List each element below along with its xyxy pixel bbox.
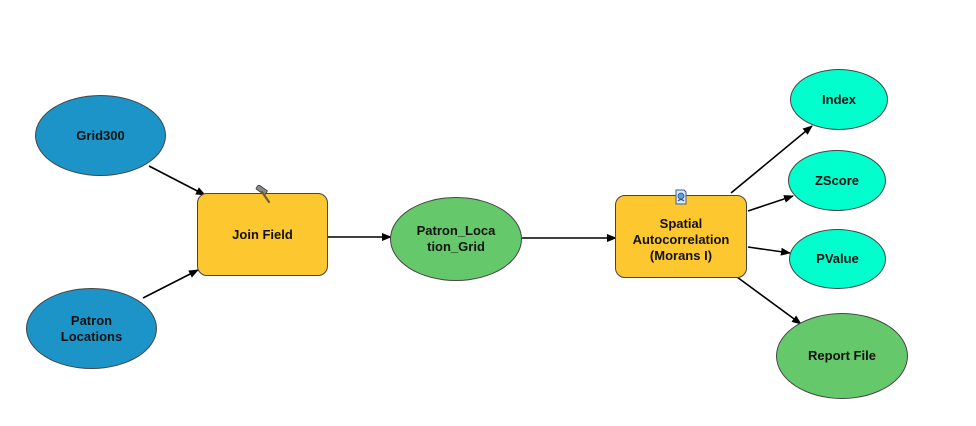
node-label: Grid300 [76, 127, 125, 143]
node-spatial-autocorrelation[interactable]: Spatial Autocorrelation (Morans I) [615, 189, 747, 278]
node-patron-location-grid[interactable]: Patron_Loca tion_Grid [390, 197, 522, 281]
connector-spatial-autocorrelation-to-zscore [747, 195, 794, 212]
node-pvalue[interactable]: PValue [789, 229, 886, 289]
node-label: Index [822, 91, 856, 107]
node-report-file[interactable]: Report File [776, 313, 908, 399]
script-tool-icon [675, 189, 687, 205]
node-join-field[interactable]: Join Field [197, 185, 328, 276]
connector-spatial-autocorrelation-to-pvalue [747, 246, 791, 256]
node-patron-locations[interactable]: Patron Locations [26, 288, 157, 369]
node-label: Spatial Autocorrelation (Morans I) [632, 215, 730, 263]
node-label: Report File [808, 348, 876, 363]
connector-patron-locations-to-join-field [142, 269, 199, 299]
node-label: Patron Locations [60, 312, 123, 344]
connector-spatial-autocorrelation-to-report-file [736, 276, 802, 325]
connector-grid300-to-join-field [148, 165, 206, 196]
node-zscore[interactable]: ZScore [788, 150, 886, 211]
node-label: Patron_Loca tion_Grid [416, 223, 496, 254]
node-label: Join Field [232, 226, 293, 242]
node-grid300[interactable]: Grid300 [35, 95, 166, 176]
node-label: PValue [816, 251, 859, 266]
node-index[interactable]: Index [790, 69, 888, 130]
connector-spatial-autocorrelation-to-index [730, 125, 813, 194]
hammer-icon [255, 185, 270, 204]
node-label: ZScore [814, 172, 860, 188]
